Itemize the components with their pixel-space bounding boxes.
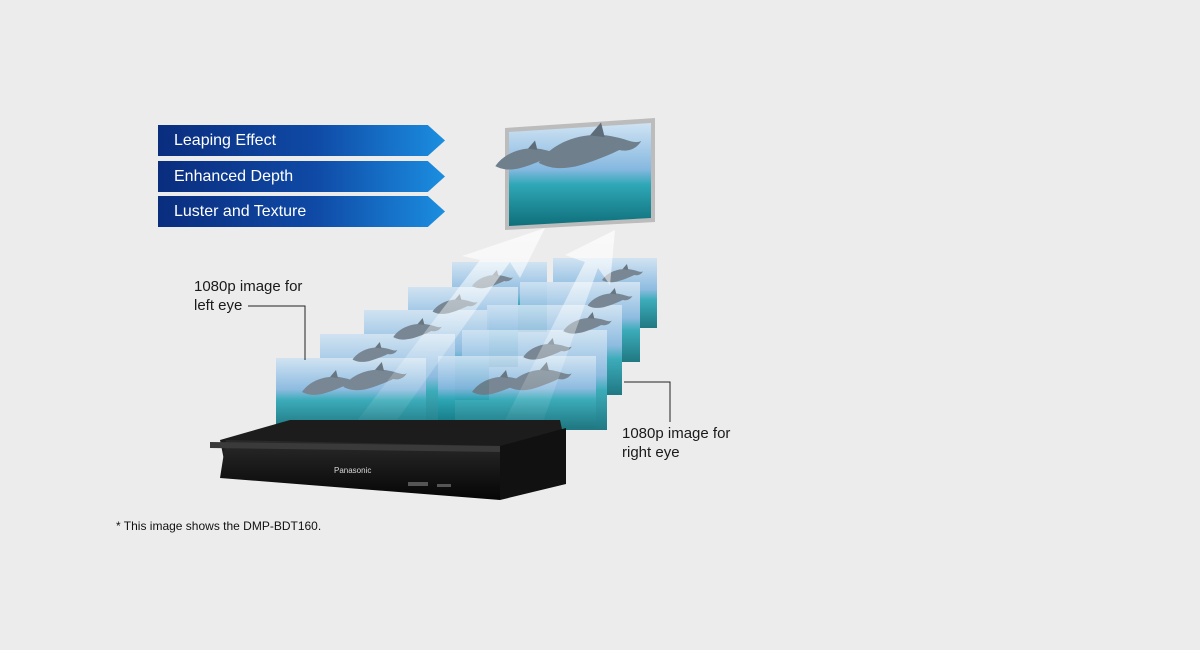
right-eye-label-line1: 1080p image for <box>622 425 731 442</box>
footnote: * This image shows the DMP-BDT160. <box>116 519 322 533</box>
depth-arrows <box>350 228 615 430</box>
right-eye-label: 1080p image for right eye <box>622 424 730 462</box>
left-eye-label-line2: left eye <box>194 297 243 314</box>
blu-ray-player: Panasonic <box>210 420 566 500</box>
right-eye-label-line2: right eye <box>622 444 680 461</box>
right-eye-leader <box>624 381 671 422</box>
device-brand-text: Panasonic <box>334 466 371 475</box>
banner-enhanced-depth: Enhanced Depth <box>158 161 445 192</box>
left-eye-leader <box>248 305 306 360</box>
popout-screen <box>495 118 655 230</box>
banner-luster-texture: Luster and Texture <box>158 196 445 227</box>
banner-leaping-effect: Leaping Effect <box>158 125 445 156</box>
left-eye-label-line1: 1080p image for <box>194 278 303 295</box>
left-eye-label: 1080p image for left eye <box>194 277 302 315</box>
